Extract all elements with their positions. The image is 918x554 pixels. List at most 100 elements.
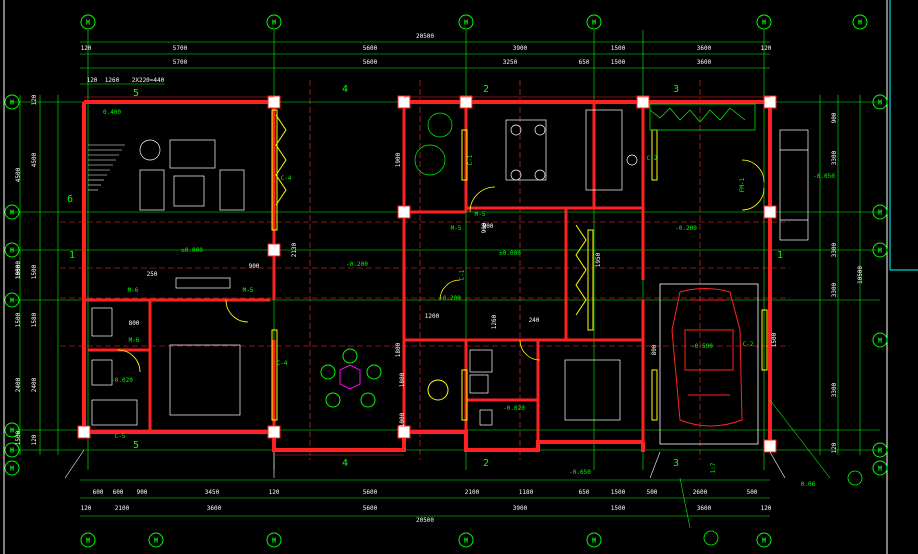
elevation-mark: -0.020	[111, 377, 133, 384]
axis-bubble-right: H	[872, 460, 888, 476]
dim-bottom-1: 500	[647, 489, 658, 496]
dim-left-inner: 4500	[31, 152, 38, 167]
door-window-tag: M-6	[128, 287, 139, 294]
axis-bubble-right-label: H	[878, 337, 882, 345]
dim-top-3: 1260	[105, 77, 120, 84]
dim-left-inner: 1500	[31, 264, 38, 279]
entry-steps	[779, 129, 809, 241]
furniture	[91, 109, 638, 426]
dim-left-inner: 1580	[31, 312, 38, 327]
dim-bottom-1: 3450	[205, 489, 220, 496]
axis-bubble-left-label: H	[10, 297, 14, 305]
section-number: 5	[133, 440, 139, 451]
axis-bubble-left-label: H	[10, 209, 14, 217]
dim-bottom-2: 120	[81, 505, 92, 512]
elevation-mark: -0.500	[691, 343, 713, 350]
dim-right-outer: 3300	[831, 382, 838, 397]
elevation-mark: -0.650	[569, 469, 591, 476]
dim-interior: 1800	[399, 372, 406, 387]
axis-bubble-bottom: H	[586, 532, 602, 548]
dim-bottom-1: 2100	[465, 489, 480, 496]
elevation-mark: ±0.000	[181, 247, 203, 254]
axis-bubble-top: H	[266, 14, 282, 30]
door-window-tag: C-4	[277, 360, 288, 367]
dim-right-outer: 3300	[831, 282, 838, 297]
dim-interior: 1950	[595, 252, 602, 267]
door-window-tag: M-5	[451, 225, 462, 232]
axis-bubble-right-label: H	[878, 99, 882, 107]
dim-door: 900	[249, 263, 260, 270]
dim-top-2: 3250	[503, 59, 518, 66]
axis-bubble-top-label: H	[464, 19, 468, 27]
dim-bottom-1: 2600	[693, 489, 708, 496]
axis-bubble-bottom-label: H	[86, 537, 90, 545]
dim-bottom-2: 3600	[207, 505, 222, 512]
door-window-tag: C-2	[743, 341, 754, 348]
door-window-tag: C-2	[647, 155, 658, 162]
dim-top-1: 5600	[363, 45, 378, 52]
dim-interior: 1260	[491, 314, 498, 329]
dim-left-inner: 2400	[31, 377, 38, 392]
section-number: 3	[673, 458, 679, 469]
columns	[77, 95, 777, 453]
elevation-mark: ±0.000	[499, 250, 521, 257]
garage-frame	[659, 283, 759, 445]
dim-bottom-1: 120	[269, 489, 280, 496]
elevation-mark: -0.200	[675, 225, 697, 232]
axis-bubble-left-label: H	[10, 465, 14, 473]
dim-top-1: 1500	[611, 45, 626, 52]
elevation-mark: -0.200	[439, 295, 461, 302]
dim-door: 240	[529, 317, 540, 324]
axis-bubble-bottom-label: H	[592, 537, 596, 545]
callout-slope: 1:7	[710, 462, 717, 473]
dimension-lines	[19, 41, 861, 517]
dim-top-2: 3600	[697, 59, 712, 66]
door-window-tag: FM-1	[739, 177, 746, 192]
wall-hatch	[84, 96, 770, 456]
dim-top-3: 2X220=440	[132, 77, 165, 84]
axis-bubble-bottom: H	[148, 532, 164, 548]
dim-top-1: 5700	[173, 45, 188, 52]
section-number: 6	[67, 194, 73, 205]
dim-left-outer: 1500	[15, 264, 22, 279]
dim-left-outer: 2400	[15, 377, 22, 392]
dim-top-3: 120	[87, 77, 98, 84]
dim-bottom-2: 2100	[115, 505, 130, 512]
dim-right-outer: 120	[831, 442, 838, 453]
dim-bottom-1: 900	[137, 489, 148, 496]
section-lines	[60, 80, 790, 460]
dim-bottom-2: 1500	[611, 505, 626, 512]
dim-interior: 1000	[399, 412, 406, 427]
dim-top-1: 120	[81, 45, 92, 52]
axis-bubble-right-label: H	[878, 209, 882, 217]
grid-lines	[10, 30, 880, 470]
axis-bubble-bottom: H	[266, 532, 282, 548]
dim-left-inner: 120	[31, 94, 38, 105]
elevation-mark: -0.200	[346, 261, 368, 268]
dim-top-1: 120	[761, 45, 772, 52]
dim-bottom-1: 1500	[611, 489, 626, 496]
axis-bubble-top-label: H	[86, 19, 90, 27]
door-swings	[117, 159, 765, 373]
section-number: 5	[133, 88, 139, 99]
sliding-doors	[275, 114, 587, 316]
axis-bubble-top: H	[852, 14, 868, 30]
door-window-tag: C-1	[459, 269, 466, 280]
section-number: 1	[777, 250, 783, 261]
door-window-tag: C-1	[467, 154, 474, 165]
elevation-mark: -0.020	[503, 405, 525, 412]
driveway	[64, 449, 786, 479]
dim-interior: 2130	[291, 242, 298, 257]
dim-left-outer: 1500	[15, 312, 22, 327]
dim-top-2: 5600	[363, 59, 378, 66]
dim-bottom-2: 5600	[363, 505, 378, 512]
axis-bubble-top-label: H	[592, 19, 596, 27]
axis-bubble-top-label: H	[272, 19, 276, 27]
dim-left-outer: 4500	[15, 167, 22, 182]
dim-door: 900	[483, 223, 494, 230]
section-number: 1	[69, 250, 75, 261]
dim-top-2: 1500	[611, 59, 626, 66]
